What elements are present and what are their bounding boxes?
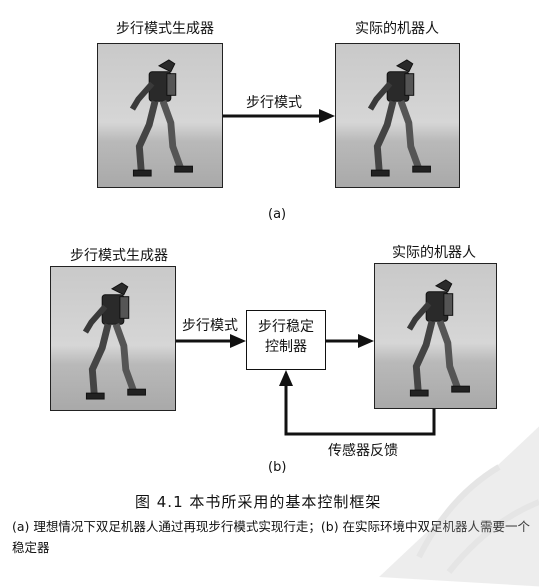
part-b-generator-robot-image [50, 266, 176, 411]
part-a-arrow [223, 109, 335, 123]
feedback-label: 传感器反馈 [328, 443, 398, 459]
stabilizer-controller-box: 步行稳定 控制器 [246, 310, 326, 370]
robot-figure [82, 282, 146, 400]
controller-label-line1: 步行稳定 [258, 319, 314, 335]
figure-caption-body: (a) 理想情况下双足机器人通过再现步行模式实现行走；(b) 在实际环境中双足机… [12, 519, 531, 555]
part-a-generator-robot-image [97, 43, 223, 188]
part-b-arrow-label: 步行模式 [182, 318, 238, 334]
part-a-arrow-label: 步行模式 [246, 95, 302, 111]
part-a-right-title: 实际的机器人 [355, 21, 439, 37]
watermark-graphic [379, 426, 539, 587]
robot-figure [129, 59, 193, 177]
part-b-left-title: 步行模式生成器 [70, 248, 168, 264]
part-b-sub-label: (b) [268, 460, 287, 475]
part-b-right-title: 实际的机器人 [392, 245, 476, 261]
robot-figure [406, 279, 470, 397]
part-a-sub-label: (a) [268, 207, 287, 222]
part-b-actual-robot-image [374, 263, 497, 409]
feedback-arrow [279, 370, 436, 436]
part-a-left-title: 步行模式生成器 [116, 21, 214, 37]
figure-caption-title: 图 4.1 本书所采用的基本控制框架 [135, 493, 382, 511]
controller-label-line2: 控制器 [265, 339, 307, 355]
part-b-input-arrow [176, 334, 246, 348]
part-b-output-arrow [326, 334, 374, 348]
part-a-actual-robot-image [335, 43, 460, 188]
robot-figure [367, 59, 431, 177]
